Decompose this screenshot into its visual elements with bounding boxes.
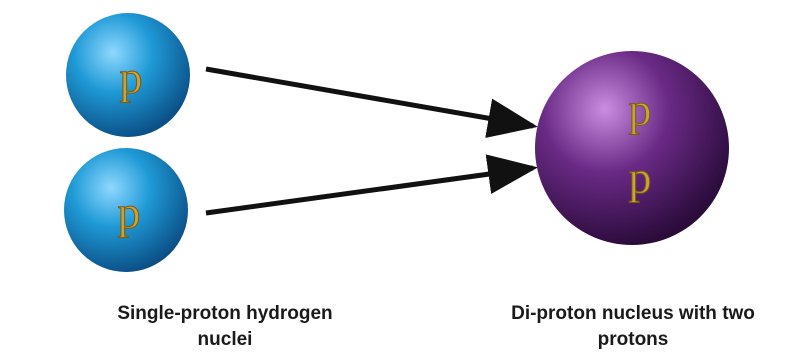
- diproton-nucleus: p p: [535, 51, 729, 245]
- diproton-sphere: [535, 51, 729, 245]
- proton-top-label: p: [120, 52, 143, 103]
- caption-single-proton-line2: nuclei: [197, 329, 253, 350]
- caption-single-proton: Single-proton hydrogen nuclei: [60, 301, 390, 353]
- diproton-label-bottom: p: [629, 152, 652, 203]
- arrow-top: [205, 66, 538, 138]
- proton-bottom-sphere: [64, 148, 188, 272]
- proton-top: p: [66, 13, 190, 137]
- diproton-label-top: p: [629, 84, 652, 135]
- arrow-bottom: [205, 154, 538, 216]
- caption-single-proton-line1: Single-proton hydrogen: [117, 303, 333, 324]
- proton-bottom-label: p: [118, 187, 141, 238]
- proton-bottom: p: [64, 148, 188, 272]
- caption-diproton: Di-proton nucleus with two protons: [468, 301, 798, 353]
- caption-diproton-line2: protons: [597, 329, 669, 350]
- caption-diproton-line1: Di-proton nucleus with two: [511, 303, 755, 324]
- proton-top-sphere: [66, 13, 190, 137]
